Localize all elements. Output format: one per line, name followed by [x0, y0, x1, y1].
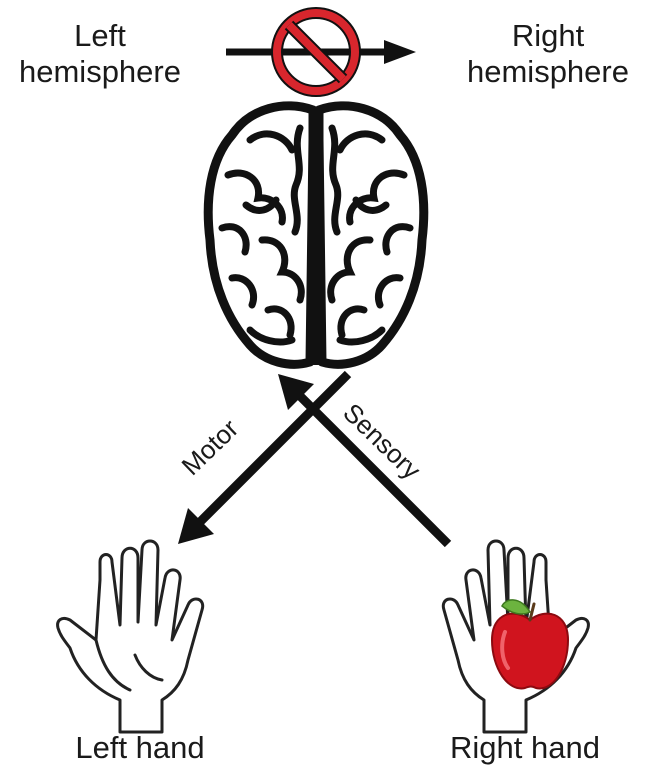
- right-hand-label: Right hand: [425, 730, 625, 766]
- brain-icon: [208, 106, 424, 365]
- left-hemisphere-label-line1: Left: [10, 18, 190, 54]
- right-hemisphere-label: Right hemisphere: [458, 18, 638, 90]
- right-hemisphere-label-line1: Right: [458, 18, 638, 54]
- left-hand-icon: [58, 541, 203, 732]
- left-hemisphere-label-line2: hemisphere: [10, 54, 190, 90]
- left-hand-label: Left hand: [40, 730, 240, 766]
- left-hemisphere-label: Left hemisphere: [10, 18, 190, 90]
- right-hemisphere-label-line2: hemisphere: [458, 54, 638, 90]
